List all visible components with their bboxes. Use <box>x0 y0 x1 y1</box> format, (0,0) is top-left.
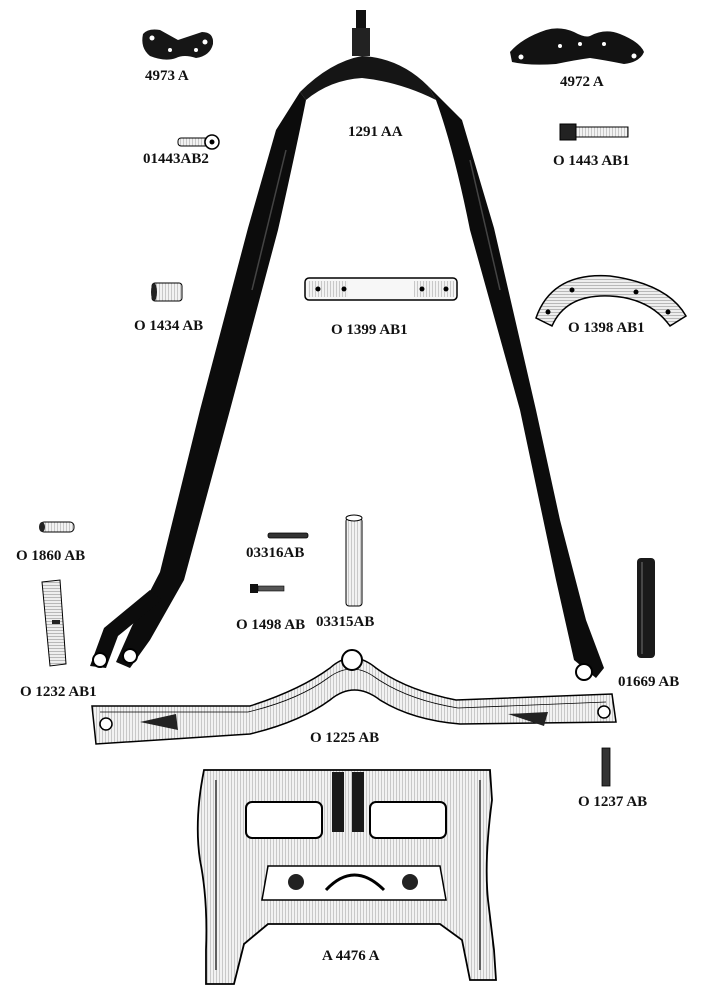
label-o1860ab: O 1860 AB <box>16 548 85 564</box>
label-4972a: 4972 A <box>560 74 604 90</box>
part-01669ab-drawing <box>637 558 655 658</box>
label-01443ab2: 01443AB2 <box>143 151 209 167</box>
part-o1860ab-drawing <box>39 521 75 533</box>
part-4972a-drawing <box>510 28 644 65</box>
label-1291aa: 1291 AA <box>348 124 403 140</box>
part-1291aa-drawing <box>90 10 604 681</box>
label-o1399ab1: O 1399 AB1 <box>331 322 408 338</box>
part-o1398ab1-drawing <box>535 274 688 328</box>
label-4973a: 4973 A <box>145 68 189 84</box>
part-a4476a-drawing <box>196 769 497 985</box>
part-o1232ab1-drawing <box>41 579 67 667</box>
part-o1399ab1-drawing <box>304 277 458 301</box>
label-o1237ab: O 1237 AB <box>578 794 647 810</box>
label-o1232ab1: O 1232 AB1 <box>20 684 97 700</box>
part-03316ab-drawing <box>267 532 309 539</box>
label-a4476a: A 4476 A <box>322 948 380 964</box>
label-03315ab: 03315AB <box>316 614 374 630</box>
part-03315ab-drawing <box>345 514 363 607</box>
label-o1225ab: O 1225 AB <box>310 730 379 746</box>
label-o1434ab: O 1434 AB <box>134 318 203 334</box>
label-o1443ab1: O 1443 AB1 <box>553 153 630 169</box>
label-o1398ab1: O 1398 AB1 <box>568 320 645 336</box>
label-03316ab: 03316AB <box>246 545 304 561</box>
part-o1237ab-drawing <box>601 747 611 787</box>
part-o1443ab1-drawing <box>559 123 629 141</box>
part-o1225ab-drawing <box>91 649 617 745</box>
part-4973a-drawing <box>142 29 214 60</box>
label-o1498ab: O 1498 AB <box>236 617 305 633</box>
label-01669ab: 01669 AB <box>618 674 679 690</box>
part-o1434ab-drawing <box>151 282 183 302</box>
part-01443ab2-drawing <box>177 134 220 150</box>
part-o1498ab-drawing <box>250 584 285 593</box>
